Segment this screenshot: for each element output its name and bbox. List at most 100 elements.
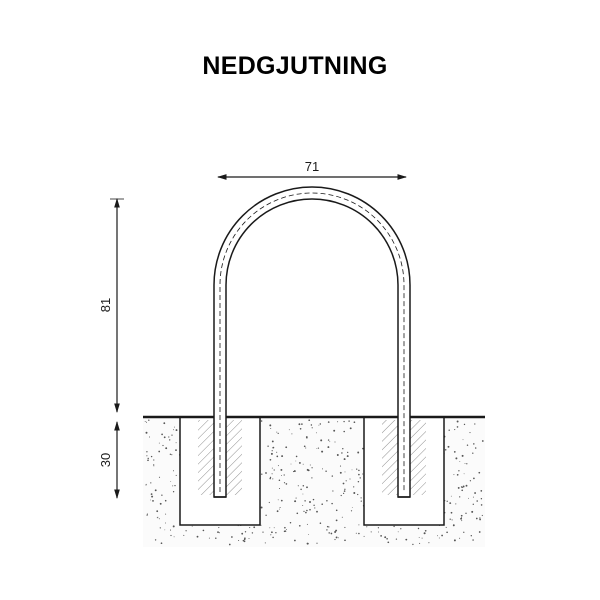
soil-speckle bbox=[294, 539, 296, 542]
soil-speckle bbox=[380, 535, 382, 537]
soil-speckle bbox=[362, 473, 364, 475]
soil-speckle bbox=[474, 423, 476, 425]
soil-speckle bbox=[280, 468, 283, 471]
soil-speckle bbox=[465, 512, 467, 515]
soil-speckle bbox=[360, 497, 362, 499]
soil-speckle bbox=[310, 424, 313, 426]
soil-speckle bbox=[270, 428, 272, 429]
soil-speckle bbox=[458, 470, 460, 472]
soil-speckle bbox=[302, 493, 304, 495]
soil-speckle bbox=[146, 451, 148, 453]
soil-speckle bbox=[157, 516, 159, 518]
soil-speckle bbox=[473, 443, 475, 445]
page-title: NEDGJUTNING bbox=[202, 52, 388, 80]
soil-speckle bbox=[303, 445, 306, 448]
soil-speckle bbox=[339, 465, 342, 467]
soil-speckle bbox=[270, 452, 273, 455]
soil-speckle bbox=[342, 448, 344, 450]
soil-speckle bbox=[145, 421, 148, 423]
soil-speckle bbox=[217, 531, 219, 533]
soil-speckle bbox=[326, 529, 328, 531]
soil-speckle bbox=[153, 465, 155, 467]
soil-speckle bbox=[356, 468, 358, 470]
soil-speckle bbox=[470, 535, 472, 537]
soil-speckle bbox=[363, 535, 365, 537]
soil-speckle bbox=[174, 484, 176, 487]
soil-speckle bbox=[309, 464, 311, 466]
soil-speckle bbox=[478, 471, 481, 474]
soil-speckle bbox=[343, 458, 346, 461]
soil-speckle bbox=[159, 527, 161, 529]
soil-speckle bbox=[295, 497, 297, 499]
soil-speckle bbox=[262, 531, 264, 533]
soil-speckle bbox=[321, 450, 324, 453]
soil-speckle bbox=[154, 489, 157, 492]
soil-speckle bbox=[478, 531, 481, 533]
soil-speckle bbox=[159, 502, 162, 505]
soil-speckle bbox=[358, 524, 360, 526]
soil-speckle bbox=[357, 451, 360, 454]
soil-speckle bbox=[306, 468, 309, 471]
soil-speckle bbox=[175, 449, 177, 451]
soil-speckle bbox=[453, 451, 456, 453]
soil-speckle bbox=[271, 440, 274, 443]
soil-speckle bbox=[358, 469, 360, 472]
soil-speckle bbox=[481, 514, 483, 517]
soil-speckle bbox=[145, 483, 147, 485]
soil-speckle bbox=[208, 537, 210, 539]
soil-speckle bbox=[251, 532, 254, 534]
soil-speckle bbox=[147, 459, 149, 462]
soil-speckle bbox=[466, 463, 468, 465]
soil-speckle bbox=[345, 480, 347, 482]
soil-speckle bbox=[283, 530, 286, 533]
soil-speckle bbox=[161, 494, 163, 496]
soil-speckle bbox=[329, 441, 331, 443]
soil-speckle bbox=[455, 503, 457, 505]
soil-speckle bbox=[460, 514, 463, 517]
soil-speckle bbox=[412, 543, 414, 546]
soil-speckle bbox=[464, 463, 466, 465]
soil-speckle bbox=[238, 539, 240, 542]
height-dimension: 81 bbox=[98, 198, 124, 413]
soil-speckle bbox=[283, 482, 286, 484]
soil-speckle bbox=[461, 486, 463, 489]
soil-speckle bbox=[328, 532, 330, 534]
soil-speckle bbox=[279, 506, 281, 509]
soil-speckle bbox=[183, 534, 185, 536]
soil-speckle bbox=[350, 510, 353, 512]
soil-speckle bbox=[332, 490, 334, 492]
soil-speckle bbox=[309, 508, 311, 511]
soil-speckle bbox=[306, 523, 308, 525]
soil-speckle bbox=[173, 536, 175, 538]
soil-speckle bbox=[156, 517, 158, 519]
soil-speckle bbox=[302, 463, 304, 465]
soil-speckle bbox=[316, 510, 318, 513]
soil-speckle bbox=[306, 437, 308, 439]
soil-speckle bbox=[146, 513, 148, 515]
soil-speckle bbox=[244, 531, 247, 533]
soil-speckle bbox=[172, 470, 175, 472]
soil-speckle bbox=[163, 436, 166, 439]
soil-speckle bbox=[343, 490, 346, 492]
soil-speckle bbox=[419, 542, 421, 544]
soil-speckle bbox=[336, 454, 339, 456]
soil-speckle bbox=[335, 529, 338, 532]
soil-speckle bbox=[474, 447, 477, 449]
soil-speckle bbox=[347, 451, 349, 454]
soil-speckle bbox=[292, 471, 295, 473]
soil-speckle bbox=[269, 477, 271, 480]
soil-speckle bbox=[148, 419, 150, 421]
hoop-bar bbox=[213, 186, 411, 498]
soil-speckle bbox=[481, 440, 484, 442]
soil-speckle bbox=[325, 470, 327, 473]
soil-speckle bbox=[272, 478, 274, 480]
soil-speckle bbox=[358, 473, 360, 476]
soil-speckle bbox=[295, 455, 298, 458]
soil-speckle bbox=[476, 500, 479, 502]
soil-speckle bbox=[456, 420, 459, 423]
soil-speckle bbox=[357, 480, 360, 483]
soil-speckle bbox=[271, 473, 273, 475]
soil-speckle bbox=[158, 442, 160, 444]
soil-speckle bbox=[423, 532, 426, 535]
soil-speckle bbox=[276, 451, 278, 453]
